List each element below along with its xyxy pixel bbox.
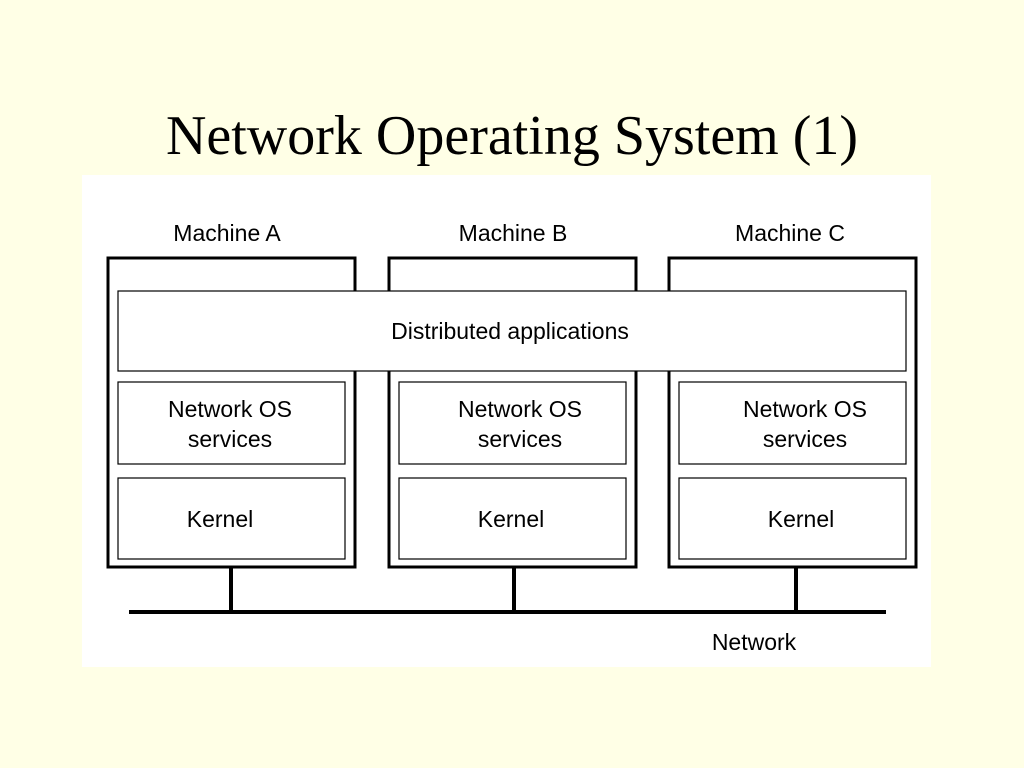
machine-a-label: Machine A — [173, 220, 281, 246]
machine-b-services-line2: services — [478, 426, 562, 452]
distributed-applications-box — [117, 290, 907, 372]
machine-c-network-os-box — [678, 381, 907, 465]
machine-b-kernel-label: Kernel — [478, 506, 544, 532]
machine-a-services-line2: services — [188, 426, 272, 452]
slide-title: Network Operating System (1) — [165, 105, 859, 167]
machine-b-kernel-box — [398, 477, 627, 560]
machine-c-box — [667, 256, 918, 569]
machine-a-services-line1: Network OS — [168, 396, 292, 422]
machine-c-kernel-box — [678, 477, 907, 560]
distributed-applications-label: Distributed applications — [391, 318, 629, 344]
machine-c-services-line1: Network OS — [743, 396, 867, 422]
network-label: Network — [712, 629, 797, 655]
network-os-diagram: Machine A Machine B Machine C Distribute… — [106, 220, 918, 655]
machine-c-label: Machine C — [735, 220, 845, 246]
machine-a-kernel-label: Kernel — [187, 506, 253, 532]
machine-b-label: Machine B — [459, 220, 568, 246]
machine-b-network-os-box — [398, 381, 627, 465]
diagram-panel: Machine A Machine B Machine C Distribute… — [82, 175, 931, 667]
machine-c-services-line2: services — [763, 426, 847, 452]
machine-c-kernel-label: Kernel — [768, 506, 834, 532]
machine-b-services-line1: Network OS — [458, 396, 582, 422]
machine-a-kernel-box — [117, 477, 346, 560]
machine-a-network-os-box — [117, 381, 346, 465]
